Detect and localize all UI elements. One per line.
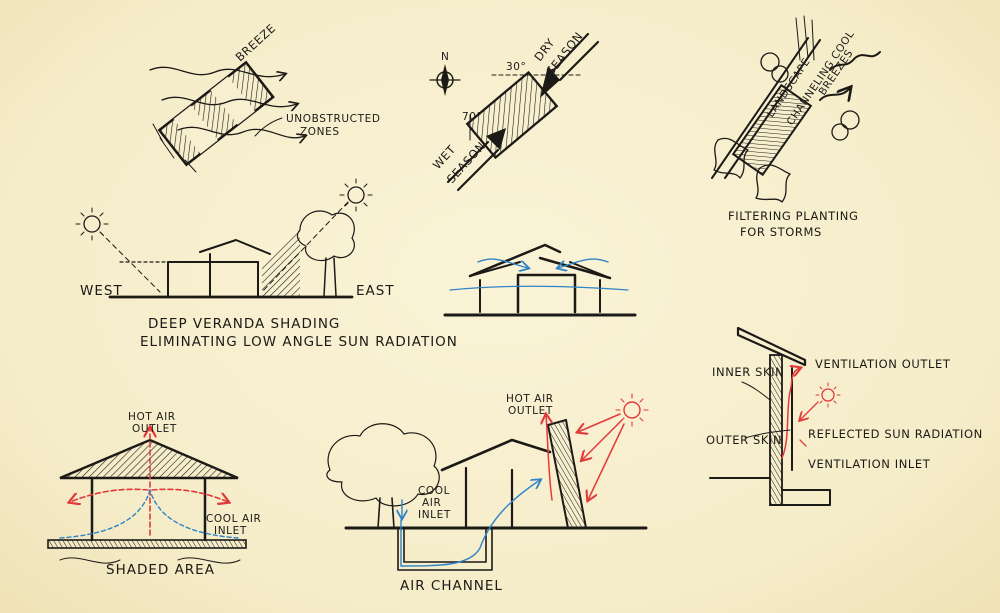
channel-cool-air-3: INLET [418,509,451,521]
breeze-sketch: BREEZE UNOBSTRUCTED ZONES [149,21,381,173]
veranda-caption-2: ELIMINATING LOW ANGLE SUN RADIATION [140,334,458,350]
skin-foundation [709,477,831,506]
wet-season-arrow [446,128,506,192]
angle-side-label: 70° [462,111,482,123]
skin-sun-icon [815,382,841,408]
planting-building [731,83,813,177]
pavilion-posts [90,476,207,542]
roof-vent-sketch [443,243,637,317]
inner-skin-leader [741,381,771,401]
breeze-wave-2 [161,96,297,106]
dry-season-arrow [540,32,600,98]
cool-breeze-wave-2 [819,88,850,100]
zones-label-1: UNOBSTRUCTED [286,113,381,125]
shaded-area-label: SHADED AREA [106,562,215,578]
pavilion-hot-air-right [151,488,228,502]
channel-hot-air-rise [546,415,553,501]
pavilion-hot-air-2: OUTLET [132,423,177,435]
east-label: EAST [356,283,395,299]
channel-sun-ray-3 [588,423,625,500]
zones-label-2: ZONES [300,126,340,138]
planting-sketch: LANDSCAPE CHANNELING COOL BREEZES FILTER… [711,15,881,239]
roof-vent-lower-roof [469,261,611,279]
skin-roof [736,326,807,367]
cool-breeze-wave-1 [829,51,881,71]
veranda-sketch: WEST EAST DEEP VERANDA SHADING ELIMINATI… [75,178,458,350]
breeze-wave-3 [177,126,305,137]
veranda-house-section [119,226,300,297]
breeze-label: BREEZE [233,21,279,64]
north-arrow: N [429,51,461,96]
channel-cool-air-1: COOL [418,485,450,497]
roof-vent-flow-low [449,285,629,291]
pavilion-sketch: HOT AIR OUTLET COOL AIR INLET SHADED ARE… [47,411,261,578]
channel-solar-chimney [546,418,588,529]
vent-inlet-label: VENTILATION INLET [808,457,931,471]
sun-west-icon [75,207,109,241]
breeze-dimension-ticks [152,123,197,173]
pavilion-cool-air-left [59,489,151,539]
pavilion-cool-air-1: COOL AIR [206,513,261,525]
inner-skin-label: INNER SKIN [712,365,784,379]
vent-outlet-label: VENTILATION OUTLET [815,357,951,371]
roof-vent-posts [479,279,601,313]
pavilion-floor [47,539,247,549]
angle-top-label: 30° [506,61,526,73]
orientation-sketch: N 30° 70° DRY SEASON WET SEASON [429,29,600,192]
channel-hot-air-2: OUTLET [508,405,553,417]
pavilion-hot-air-1: HOT AIR [128,411,176,423]
channel-cool-flow [400,480,540,567]
skin-reflected-ray [800,401,819,420]
tree-top-icon [760,15,815,83]
pavilion-shade-marks [59,557,241,564]
reflected-label: REFLECTED SUN RADIATION [808,427,983,441]
channel-hot-air-1: HOT AIR [506,393,554,405]
west-label: WEST [80,283,123,299]
channel-duct [397,527,493,571]
pavilion-roof [59,438,239,480]
channel-house-walls [464,466,514,530]
north-label: N [441,51,449,63]
channel-sketch: HOT AIR OUTLET COOL AIR INLET AIR CHANNE… [326,393,649,594]
tree-right-icon [831,110,860,141]
breeze-building-plan [157,60,275,167]
channel-sun-icon [615,393,649,427]
outer-skin-label: OUTER SKIN [706,433,782,447]
skin-sketch: INNER SKIN OUTER SKIN VENTILATION OUTLET… [706,326,983,506]
channel-sun-ray-2 [582,419,623,460]
west-sun-ray [99,231,161,293]
channel-sun-ray-1 [578,413,621,432]
air-channel-label: AIR CHANNEL [400,578,503,594]
zones-leader [254,117,283,137]
planting-caption-1: FILTERING PLANTING [728,209,858,223]
channel-cool-air-2: AIR [422,497,441,509]
channel-tree-icon [326,423,440,529]
skin-inlet-tick [799,439,807,447]
veranda-caption-1: DEEP VERANDA SHADING [148,316,340,332]
roof-vent-roof [468,243,612,280]
pavilion-hot-air-left [70,488,149,502]
channel-house-roof [440,438,552,472]
roof-vent-flow-right [558,258,609,268]
planting-caption-2: FOR STORMS [740,225,822,239]
roof-vent-walls [516,273,577,314]
outer-skin-leader [744,429,791,439]
pavilion-cool-air-right [149,489,239,539]
veranda-tree-icon [296,210,355,297]
skin-hot-air-rise [781,368,800,459]
sun-east-icon [339,178,373,212]
shrub-left-icon [713,137,791,203]
roof-vent-flow-left [477,258,528,268]
planting-wind-channel [711,37,821,179]
pavilion-cool-air-2: INLET [214,525,247,537]
breeze-wave-1 [149,66,285,76]
